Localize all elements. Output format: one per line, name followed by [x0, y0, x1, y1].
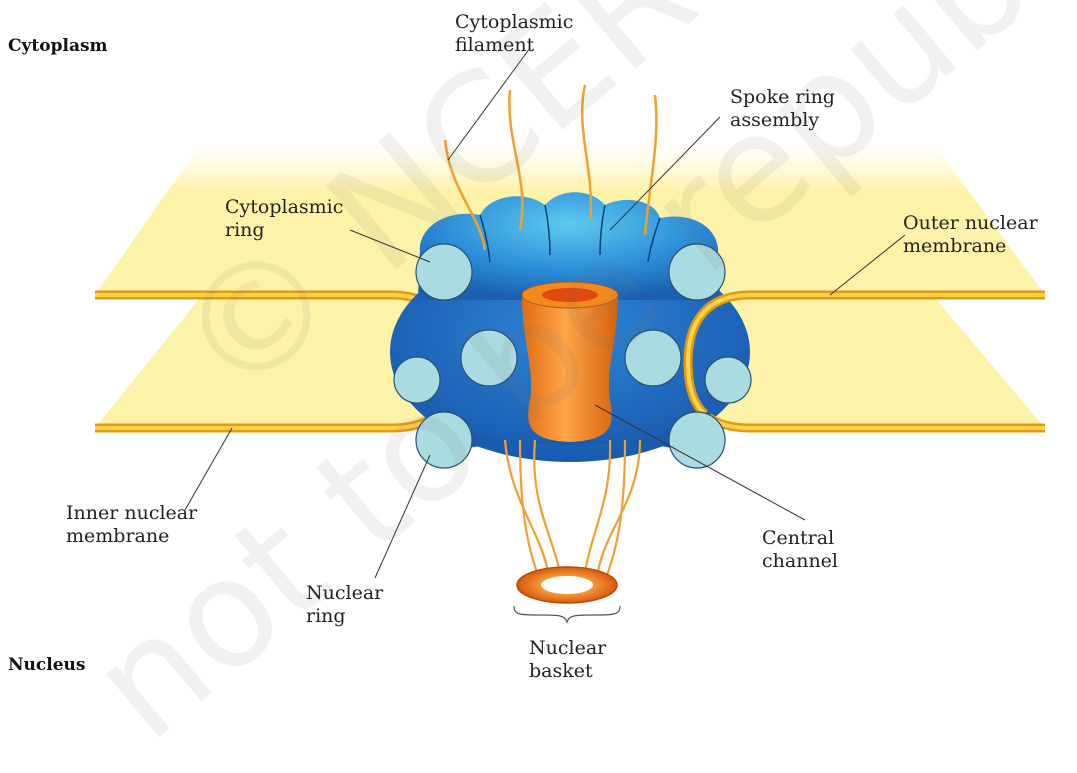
nuclear-ring-circle-right: [669, 412, 725, 468]
nuclear-pore-diagram: [0, 0, 1077, 683]
label-central-channel: Central channel: [762, 527, 838, 573]
label-nuclear-basket: Nuclear basket: [529, 637, 606, 683]
cytoplasmic-ring-circle-left: [416, 244, 472, 300]
region-nucleus: Nucleus: [8, 655, 85, 675]
nuclear-basket-bracket: [514, 606, 620, 622]
label-cytoplasmic-ring: Cytoplasmic ring: [225, 196, 343, 242]
central-channel: [522, 295, 618, 442]
cytoplasmic-ring-circle-right: [669, 244, 725, 300]
label-nuclear-ring: Nuclear ring: [306, 582, 383, 628]
region-cytoplasm: Cytoplasm: [8, 36, 108, 56]
spoke-ring-circle-far-right: [705, 357, 751, 403]
spoke-ring-circle-left: [461, 330, 517, 386]
label-inner-nuclear-membrane: Inner nuclear membrane: [66, 502, 197, 548]
nuclear-basket-hole: [541, 576, 593, 594]
central-channel-opening: [542, 288, 598, 302]
spoke-ring-circle-far-left: [394, 357, 440, 403]
nuclear-ring-circle-left: [416, 412, 472, 468]
spoke-ring-circle-right: [625, 330, 681, 386]
label-spoke-ring-assembly: Spoke ring assembly: [730, 86, 835, 132]
label-outer-nuclear-membrane: Outer nuclear membrane: [903, 212, 1038, 258]
label-cytoplasmic-filament: Cytoplasmic filament: [455, 11, 573, 57]
